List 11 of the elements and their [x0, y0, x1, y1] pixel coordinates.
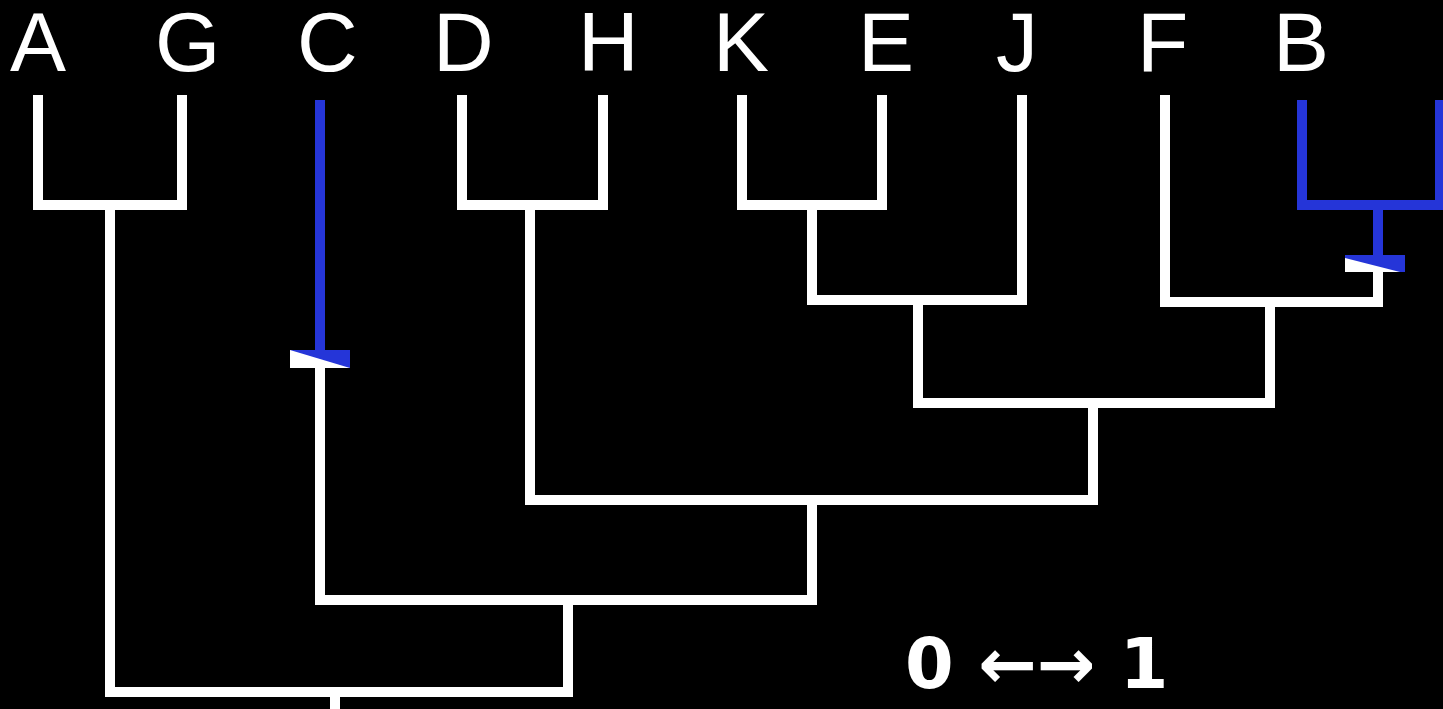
taxon-label: K	[713, 0, 770, 84]
taxon-label: G	[155, 0, 221, 84]
taxon-label: H	[578, 0, 639, 84]
taxon-label: E	[858, 0, 915, 84]
taxon-label: J	[996, 0, 1038, 84]
taxon-label: D	[433, 0, 494, 84]
taxon-label: B	[1273, 0, 1330, 84]
taxon-label: F	[1137, 0, 1189, 84]
taxon-label: A	[10, 0, 67, 84]
character-state-key: 0 ←→ 1	[905, 626, 1169, 702]
taxon-label: C	[297, 0, 358, 84]
